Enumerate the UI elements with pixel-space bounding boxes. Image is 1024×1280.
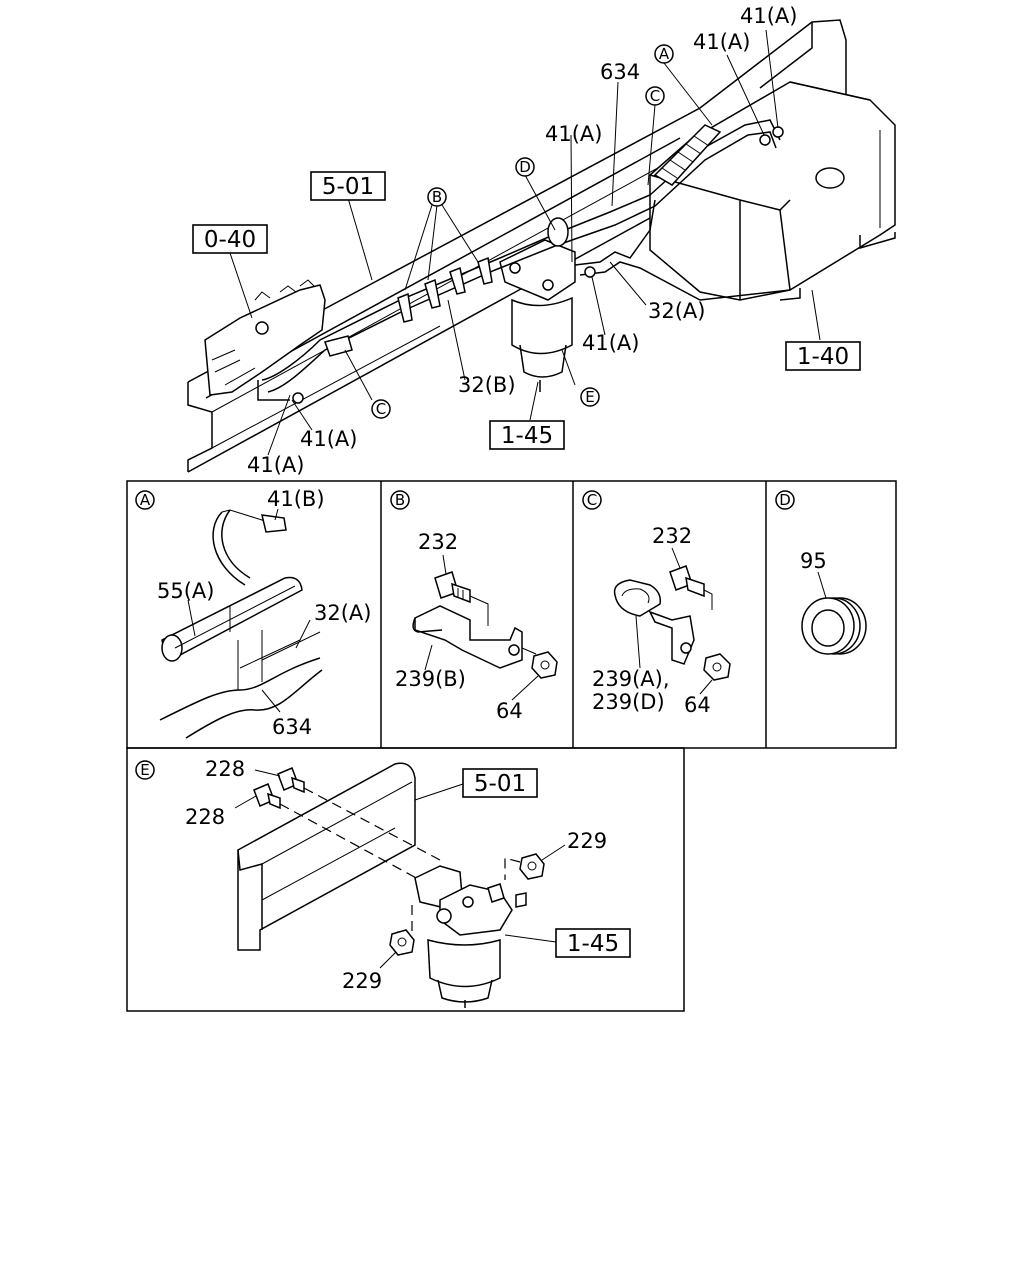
detail-d-panel: D 95 (775, 490, 867, 655)
svg-text:C: C (376, 400, 386, 418)
part-label-32a: 32(A) (648, 299, 705, 323)
ref-box-5-01: 5-01 (310, 171, 386, 201)
part-label-239a: 239(A), (592, 667, 670, 691)
callout-a: A (654, 44, 674, 64)
part-label-41b: 41(B) (267, 487, 325, 511)
part-label-634: 634 (600, 60, 640, 84)
part-label-41a-mid: 41(A) (545, 122, 602, 146)
svg-text:C: C (650, 87, 660, 105)
svg-text:A: A (140, 491, 151, 509)
clips (292, 126, 784, 404)
part-label-41a-low1: 41(A) (300, 427, 357, 451)
svg-text:E: E (140, 761, 149, 779)
fuel-filter (499, 239, 576, 392)
part-label-95: 95 (800, 549, 827, 573)
part-label-239d: 239(D) (592, 690, 665, 714)
part-label-41a-top2: 41(A) (693, 30, 750, 54)
svg-text:B: B (395, 491, 405, 509)
svg-text:5-01: 5-01 (474, 771, 526, 797)
svg-text:5-01: 5-01 (322, 174, 374, 200)
part-label-232-b: 232 (418, 530, 458, 554)
callout-d: D (515, 157, 535, 177)
svg-text:D: D (779, 491, 791, 509)
detail-panels-frame (126, 480, 897, 1012)
part-label-228-top: 228 (205, 757, 245, 781)
part-label-232-c: 232 (652, 524, 692, 548)
part-label-229-bottom: 229 (342, 969, 382, 993)
part-label-41a-low2: 41(A) (247, 453, 304, 477)
ref-box-5-01-detail: 5-01 (462, 768, 538, 798)
part-label-32a-detail: 32(A) (314, 601, 371, 625)
svg-text:C: C (587, 491, 597, 509)
part-label-64-c: 64 (684, 693, 711, 717)
svg-text:E: E (585, 388, 594, 406)
part-label-228-bottom: 228 (185, 805, 225, 829)
callout-c-low: C (371, 399, 391, 419)
injection-pump (204, 279, 326, 401)
part-label-55a: 55(A) (157, 579, 214, 603)
svg-text:1-45: 1-45 (501, 423, 553, 449)
svg-text:B: B (432, 188, 442, 206)
ref-box-1-45: 1-45 (489, 420, 565, 450)
svg-text:1-40: 1-40 (797, 344, 849, 370)
callout-b: B (427, 187, 447, 207)
main-assembly-view: 0-40 5-01 1-40 1-45 41(A) 41(A) 634 41(A… (187, 4, 896, 477)
detail-b-panel: B 232 239(B) 64 (390, 490, 558, 723)
part-label-41a-top1: 41(A) (740, 4, 797, 28)
part-label-32b: 32(B) (458, 373, 516, 397)
part-label-41a-right: 41(A) (582, 331, 639, 355)
fuel-lines (261, 119, 791, 393)
detail-e-panel: E 5-01 (135, 757, 631, 1008)
part-label-634-detail: 634 (272, 715, 312, 739)
leader-lines (229, 29, 821, 456)
ref-box-1-45-detail: 1-45 (555, 928, 631, 958)
callout-e: E (580, 387, 600, 407)
ref-box-0-40: 0-40 (192, 224, 268, 254)
part-label-239b: 239(B) (395, 667, 466, 691)
part-label-64-b: 64 (496, 699, 523, 723)
svg-text:D: D (519, 158, 531, 176)
detail-a-panel: A 41(B) 55(A) 32(A) 634 (135, 487, 371, 739)
callout-c-top: C (645, 86, 665, 106)
svg-text:A: A (659, 45, 670, 63)
ref-box-1-40: 1-40 (785, 341, 861, 371)
svg-text:1-45: 1-45 (567, 931, 619, 957)
detail-c-panel: C 232 239(A), 239(D) 64 (582, 490, 731, 717)
part-label-229-top: 229 (567, 829, 607, 853)
svg-text:0-40: 0-40 (204, 227, 256, 253)
